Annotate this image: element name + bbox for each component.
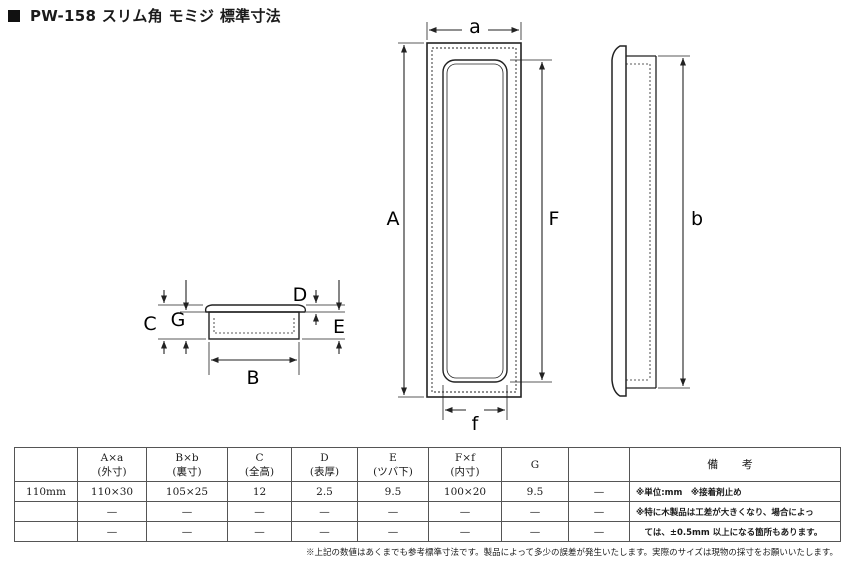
header-cell: B×b(裏寸)	[146, 447, 228, 482]
section-body	[208, 311, 300, 340]
table-cell: 2.5	[291, 481, 358, 502]
header-cell	[14, 447, 78, 482]
front-inner-recess	[442, 59, 508, 383]
table-row: 110mm 110×30 105×25 12 2.5 9.5 100×20 9.…	[14, 481, 841, 502]
footnote: ※上記の数値はあくまでも参考標準寸法です。製品によって多少の誤差が発生いたします…	[305, 548, 838, 558]
table-cell	[14, 501, 78, 522]
table-cell: —	[357, 501, 429, 522]
label-b: b	[691, 208, 703, 230]
table-cell: —	[146, 501, 228, 522]
table-cell	[14, 521, 78, 542]
table-cell: —	[291, 501, 358, 522]
label-a: a	[469, 16, 481, 38]
table-cell: 110×30	[77, 481, 147, 502]
table-cell: —	[568, 501, 630, 522]
side-flange	[611, 45, 627, 397]
table-cell: 9.5	[357, 481, 429, 502]
table-cell: —	[428, 521, 502, 542]
section-dimensions	[160, 280, 343, 364]
table-cell: —	[568, 481, 630, 502]
label-G: G	[171, 309, 186, 331]
table-cell: —	[77, 501, 147, 522]
spec-table: A×a(外寸) B×b(裏寸) C(全高) D(表厚) E(ツバ下) F×f(内…	[14, 447, 841, 542]
section-flange	[204, 304, 307, 313]
table-cell: 110mm	[14, 481, 78, 502]
label-E: E	[333, 316, 345, 338]
header-cell: C(全高)	[227, 447, 292, 482]
section-view	[158, 304, 345, 375]
header-cell: E(ツバ下)	[357, 447, 429, 482]
table-cell: —	[357, 521, 429, 542]
note-line: ※特に木製品は工差が大きくなり、場合によっ	[629, 501, 841, 522]
label-B: B	[246, 367, 259, 389]
front-inner-edge	[446, 63, 504, 379]
table-cell: 100×20	[428, 481, 502, 502]
table-cell: 9.5	[501, 481, 569, 502]
header-cell	[568, 447, 630, 482]
label-f: f	[472, 413, 480, 435]
table-cell: 12	[227, 481, 292, 502]
note-line: ※単位:mm ※接着剤止め	[629, 481, 841, 502]
table-cell: —	[146, 521, 228, 542]
label-D: D	[293, 284, 308, 306]
title-text: PW-158 スリム角 モミジ 標準寸法	[30, 7, 282, 25]
dimension-drawing: a A F f b	[143, 16, 704, 435]
label-C: C	[143, 313, 156, 335]
table-header-row: A×a(外寸) B×b(裏寸) C(全高) D(表厚) E(ツバ下) F×f(内…	[14, 447, 841, 482]
note-line: ては、±0.5mm 以上になる箇所もあります。	[629, 521, 841, 542]
header-cell: A×a(外寸)	[77, 447, 147, 482]
side-view	[611, 45, 690, 397]
table-cell: —	[291, 521, 358, 542]
table-row: — — — — — — — — ※特に木製品は工差が大きくなり、場合によっ	[14, 501, 841, 522]
notes-header: 備 考	[629, 447, 841, 482]
label-F: F	[549, 208, 560, 230]
front-back-outline	[431, 47, 517, 393]
table-cell: —	[227, 501, 292, 522]
front-outer-outline	[426, 42, 522, 398]
table-cell: —	[428, 501, 502, 522]
title-square-icon	[8, 10, 20, 22]
front-view	[398, 22, 552, 420]
label-A: A	[387, 208, 400, 230]
header-cell: F×f(内寸)	[428, 447, 502, 482]
header-cell: D(表厚)	[291, 447, 358, 482]
table-cell: 105×25	[146, 481, 228, 502]
table-cell: —	[77, 521, 147, 542]
table-cell: —	[501, 501, 569, 522]
table-cell: —	[227, 521, 292, 542]
header-cell: G	[501, 447, 569, 482]
page-title: PW-158 スリム角 モミジ 標準寸法	[8, 5, 281, 26]
table-cell: —	[501, 521, 569, 542]
table-cell: —	[568, 521, 630, 542]
table-row: — — — — — — — — ては、±0.5mm 以上になる箇所もあります。	[14, 521, 841, 542]
